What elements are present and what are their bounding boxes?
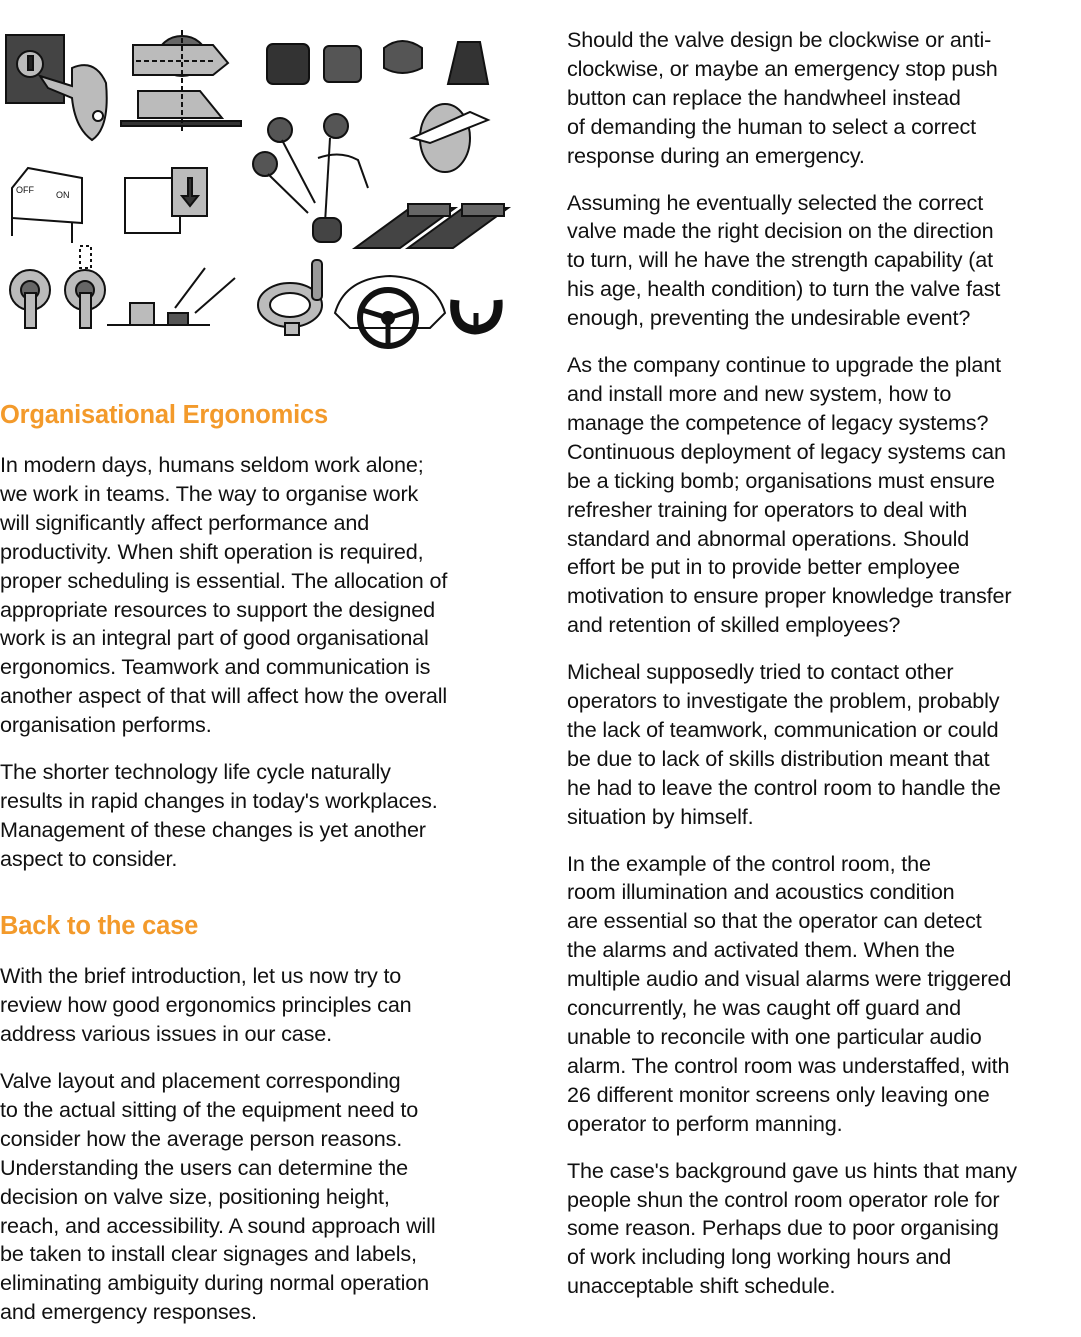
right-column: Should the valve design be clockwise or … (567, 26, 1081, 1319)
lever-icons (252, 113, 369, 243)
svg-text:OFF: OFF (16, 185, 34, 195)
rotary-disc-icon (409, 103, 491, 173)
section-heading-organisational-ergonomics: Organisational Ergonomics (0, 401, 328, 429)
paragraph-case-background: The case's background gave us hints that… (567, 1157, 1017, 1299)
controls-illustration: OFF ON (0, 28, 515, 353)
paragraph-back-to-the-case-2: Valve layout and placement corresponding… (0, 1068, 436, 1325)
paragraph-strength-capability: Assuming he eventually selected the corr… (567, 189, 1001, 331)
knob-icons (266, 40, 490, 85)
steering-wheel-icon (333, 274, 447, 349)
paragraph-organisational-ergonomics-1: In modern days, humans seldom work alone… (0, 452, 448, 738)
paragraph-back-to-the-case-1: With the brief introduction, let us now … (0, 963, 412, 1046)
slide-control-icons (351, 203, 512, 249)
toggle-switch-icons (9, 245, 106, 329)
rotary-selector-icon (120, 30, 242, 133)
paragraph-valve-direction: Should the valve design be clockwise or … (567, 27, 998, 168)
push-button-icon (107, 267, 236, 326)
key-switch-icon (5, 34, 108, 142)
pull-switch-icon (124, 167, 208, 234)
section-heading-back-to-the-case: Back to the case (0, 912, 199, 940)
yoke-icon (450, 299, 503, 335)
paragraph-control-room-environment: In the example of the control room, the … (567, 850, 1012, 1136)
paragraph-legacy-systems: As the company continue to upgrade the p… (567, 352, 1012, 638)
paragraph-organisational-ergonomics-2: The shorter technology life cycle natura… (0, 759, 438, 871)
handwheel-icon (257, 259, 323, 336)
paragraph-teamwork: Micheal supposedly tried to contact othe… (567, 659, 1001, 829)
svg-text:ON: ON (56, 190, 70, 200)
rocker-switch-icon: OFF ON (11, 166, 83, 243)
